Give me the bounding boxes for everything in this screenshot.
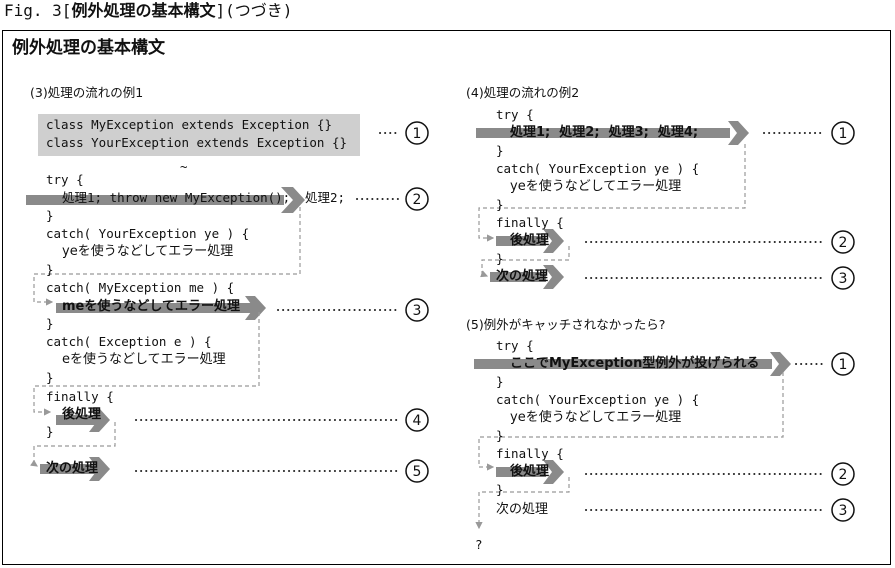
- sec5-catch-1-body: yeを使うなどしてエラー処理: [510, 410, 682, 425]
- figure-frame: [2, 30, 891, 565]
- sec3-finally-arrow: [56, 408, 110, 432]
- sec5-marker-3-circle: [831, 498, 855, 522]
- sec4-close-1: }: [496, 143, 504, 158]
- sec3-flow-lines: [30, 207, 301, 467]
- sec3-marker-2-circle: [405, 187, 429, 211]
- sec3-next-arrow: [40, 457, 110, 481]
- sec4-close-2: }: [496, 197, 504, 212]
- sec3-marker-1-circle: [405, 121, 429, 145]
- sec4-flow-lines: [478, 144, 746, 278]
- sec3-next: 次の処理: [46, 461, 99, 476]
- sec3-try-body-after: 処理2;: [305, 190, 346, 205]
- sec3-catch-1: catch( YourException ye ) {: [46, 226, 250, 241]
- sec5-finally-open: finally {: [496, 446, 564, 461]
- sec3-heading: (3)処理の流れの例1: [30, 85, 144, 100]
- class-declaration-box: [38, 114, 360, 156]
- sec5-marker-2-circle: [831, 462, 855, 486]
- sec3-marker-4-circle: [405, 408, 429, 432]
- sec3-close-3: }: [46, 316, 54, 331]
- sec3-marker-3: 3: [413, 303, 422, 319]
- sec4-finally-open: finally {: [496, 215, 564, 230]
- sec3-close-4: }: [46, 370, 54, 385]
- sec3-try-arrow: [26, 187, 305, 213]
- sec5-finally-body: 後処理: [510, 464, 550, 479]
- sec4-catch-1-body: yeを使うなどしてエラー処理: [510, 179, 682, 194]
- sec4-marker-3: 3: [839, 271, 848, 287]
- leader-lines: [135, 132, 824, 511]
- sec3-try-body: 処理1; throw new MyException();: [62, 190, 291, 205]
- sec4-marker-1: 1: [839, 126, 848, 142]
- sec5-next: 次の処理: [496, 502, 549, 517]
- sec3-finally-body: 後処理: [62, 407, 102, 422]
- main-title: 例外処理の基本構文: [12, 38, 165, 58]
- sec3-catch-arrow: [56, 296, 266, 320]
- sec5-marker-2: 2: [839, 467, 848, 483]
- sec4-marker-1-circle: [831, 121, 855, 145]
- sec4-finally-body: 後処理: [510, 233, 550, 248]
- sec5-marker-1: 1: [839, 357, 848, 373]
- sec5-heading: (5)例外がキャッチされなかったら?: [466, 317, 666, 332]
- sec4-heading: (4)処理の流れの例2: [466, 85, 580, 100]
- sec3-marker-5-circle: [405, 459, 429, 483]
- sec4-try-body: 処理1; 処理2; 処理3; 処理4;: [510, 125, 699, 140]
- sec5-close-3: }: [496, 482, 504, 497]
- sec4-next-arrow: [490, 265, 564, 289]
- sec3-close-2: }: [46, 262, 54, 277]
- sec5-marker-3: 3: [839, 503, 848, 519]
- sec4-marker-2: 2: [839, 235, 848, 251]
- sec5-try-open: try {: [496, 338, 534, 353]
- caption-title: 例外処理の基本構文: [71, 1, 216, 20]
- sec5-close-2: }: [496, 428, 504, 443]
- caption-suffix: ](つづき): [215, 1, 293, 20]
- sec3-catch-1-body: yeを使うなどしてエラー処理: [62, 244, 234, 259]
- sec3-catch-2-body: meを使うなどしてエラー処理: [62, 299, 240, 314]
- sec4-marker-2-circle: [831, 230, 855, 254]
- caption-prefix: Fig. 3[: [4, 1, 72, 20]
- sec3-catch-2: catch( MyException me ) {: [46, 280, 235, 295]
- sec3-close-1: }: [46, 208, 54, 223]
- sec3-class-line-2: class YourException extends Exception {}: [46, 135, 348, 150]
- sec3-ellipsis-tilde: ~: [180, 159, 188, 174]
- sec3-marker-5: 5: [413, 464, 422, 480]
- sec4-finally-arrow: [496, 229, 564, 253]
- sec4-catch-1: catch( YourException ye ) {: [496, 161, 700, 176]
- sec5-marker-1-circle: [831, 352, 855, 376]
- sec3-finally-open: finally {: [46, 389, 114, 404]
- sec3-marker-2: 2: [413, 192, 422, 208]
- sec3-marker-1: 1: [413, 126, 422, 142]
- sec3-try-open: try {: [46, 172, 84, 187]
- sec5-unknown: ?: [475, 537, 483, 552]
- sec5-try-arrow: [474, 352, 791, 376]
- sec4-close-3: }: [496, 251, 504, 266]
- sec3-catch-3-body: eを使うなどしてエラー処理: [62, 352, 226, 367]
- sec4-try-arrow: [476, 121, 749, 145]
- sec5-flow-lines: [475, 372, 784, 530]
- sec4-try-open: try {: [496, 107, 534, 122]
- sec3-class-line-1: class MyException extends Exception {}: [46, 117, 332, 132]
- sec3-marker-3-circle: [405, 298, 429, 322]
- sec3-close-5: }: [46, 424, 54, 439]
- sec3-marker-4: 4: [413, 413, 422, 429]
- sec5-try-body: ここでMyException型例外が投げられる: [510, 356, 760, 371]
- sec3-catch-3: catch( Exception e ) {: [46, 334, 212, 349]
- figure-caption: Fig. 3[例外処理の基本構文](つづき): [4, 3, 292, 19]
- sec4-next: 次の処理: [496, 269, 549, 284]
- sec5-finally-arrow: [496, 460, 564, 484]
- sec4-marker-3-circle: [831, 266, 855, 290]
- sec5-close-1: }: [496, 374, 504, 389]
- sec5-catch-1: catch( YourException ye ) {: [496, 392, 700, 407]
